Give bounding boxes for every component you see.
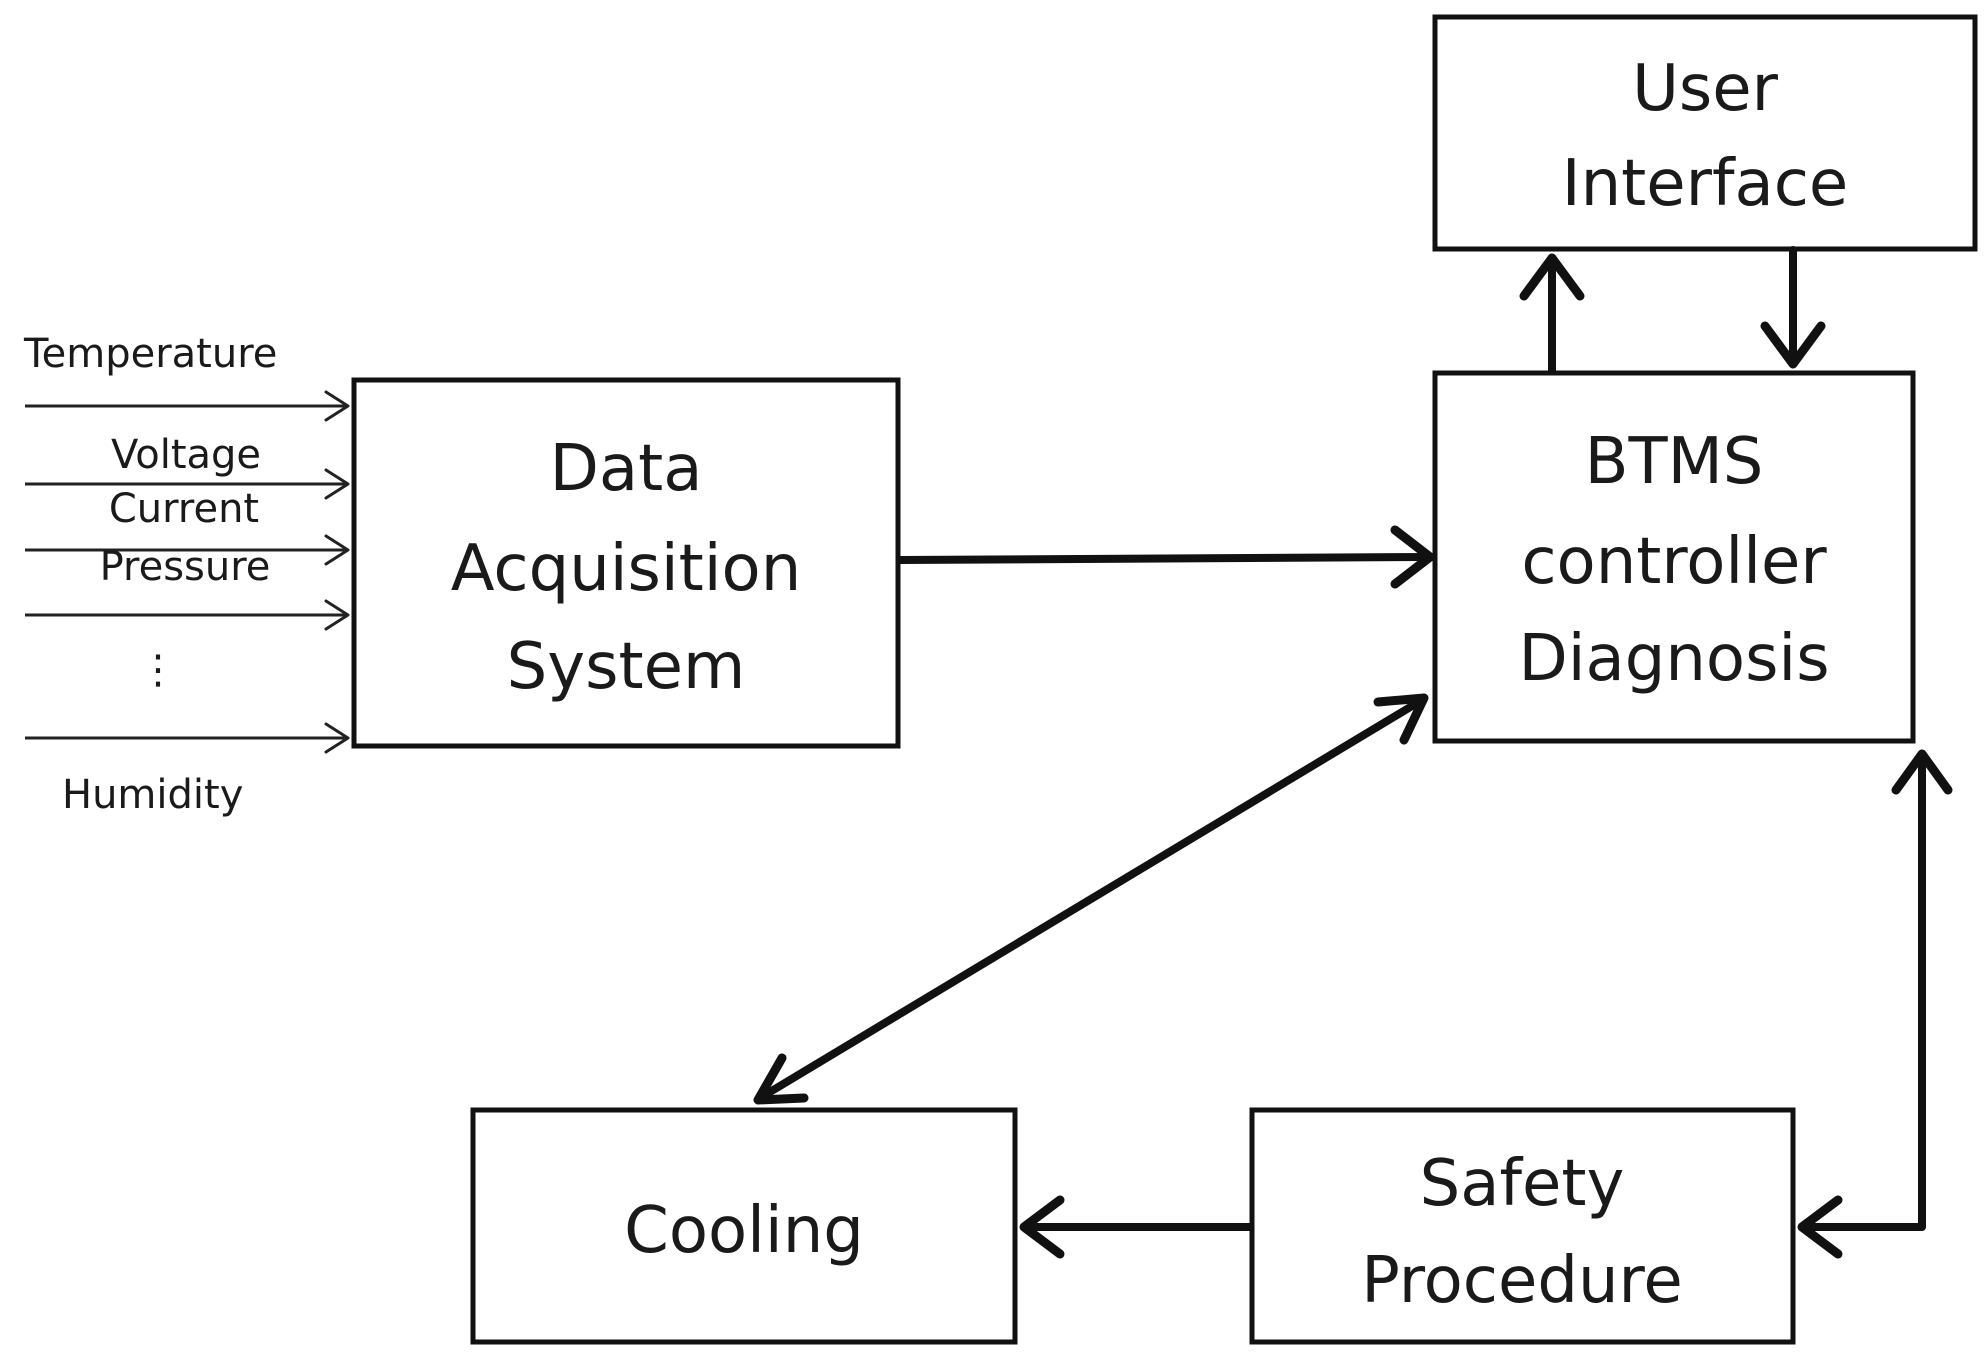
- user-interface-label-line1: User: [1632, 52, 1779, 126]
- btms-controller-block: BTMS controller Diagnosis: [1432, 370, 1916, 744]
- safety-procedure-label-line1: Safety: [1420, 1147, 1625, 1221]
- ui-to-controller-arrow: [1760, 246, 1826, 369]
- btms-controller-label-line2: controller: [1521, 525, 1827, 599]
- controller-end-arrowhead: [1373, 693, 1429, 745]
- safety-side-arrowhead: [1797, 1195, 1843, 1259]
- data-acquisition-label-line3: System: [507, 630, 746, 704]
- cooling-end-arrowhead: [753, 1053, 809, 1105]
- data-acquisition-label-line1: Data: [550, 432, 703, 506]
- btms-controller-label-line1: BTMS: [1585, 425, 1764, 499]
- ellipsis-label: ⋮: [138, 647, 178, 693]
- data-acquisition-block: Data Acquisition System: [351, 377, 901, 749]
- cooling-block: Cooling: [470, 1107, 1018, 1345]
- safety-procedure-block: Safety Procedure: [1249, 1107, 1796, 1345]
- voltage-input-arrowhead: [324, 468, 350, 500]
- controller-side-arrowhead: [1891, 749, 1953, 795]
- btms-controller-label-line3: Diagnosis: [1518, 622, 1829, 696]
- current-label: Current: [109, 486, 259, 532]
- controller-to-ui-arrowhead: [1519, 253, 1585, 301]
- controller-to-ui-arrow: [1519, 253, 1585, 375]
- input-labels: Temperature Voltage Current Pressure ⋮ H…: [23, 331, 277, 818]
- user-interface-label-line2: Interface: [1562, 147, 1849, 221]
- cooling-label: Cooling: [624, 1194, 864, 1268]
- user-interface-block: User Interface: [1432, 14, 1978, 252]
- temperature-label: Temperature: [23, 331, 277, 377]
- daq-to-controller-arrowhead: [1390, 525, 1435, 589]
- controller-safety-arrow: [1797, 749, 1953, 1259]
- current-input-arrowhead: [324, 534, 350, 566]
- humidity-label: Humidity: [62, 772, 243, 818]
- voltage-label: Voltage: [111, 432, 261, 478]
- temperature-input-arrowhead: [324, 390, 350, 422]
- input-arrows: [25, 390, 350, 754]
- safety-to-cooling-arrowhead: [1019, 1195, 1065, 1259]
- pressure-input-arrowhead: [324, 599, 350, 631]
- safety-to-cooling-arrow: [1019, 1195, 1254, 1259]
- controller-cooling-arrow: [753, 693, 1429, 1105]
- pressure-label: Pressure: [100, 544, 271, 590]
- ui-to-controller-arrowhead: [1760, 321, 1826, 369]
- data-acquisition-label-line2: Acquisition: [451, 532, 802, 606]
- safety-procedure-label-line2: Procedure: [1361, 1244, 1683, 1318]
- humidity-input-arrowhead: [324, 722, 350, 754]
- daq-to-controller-arrow: [896, 525, 1435, 589]
